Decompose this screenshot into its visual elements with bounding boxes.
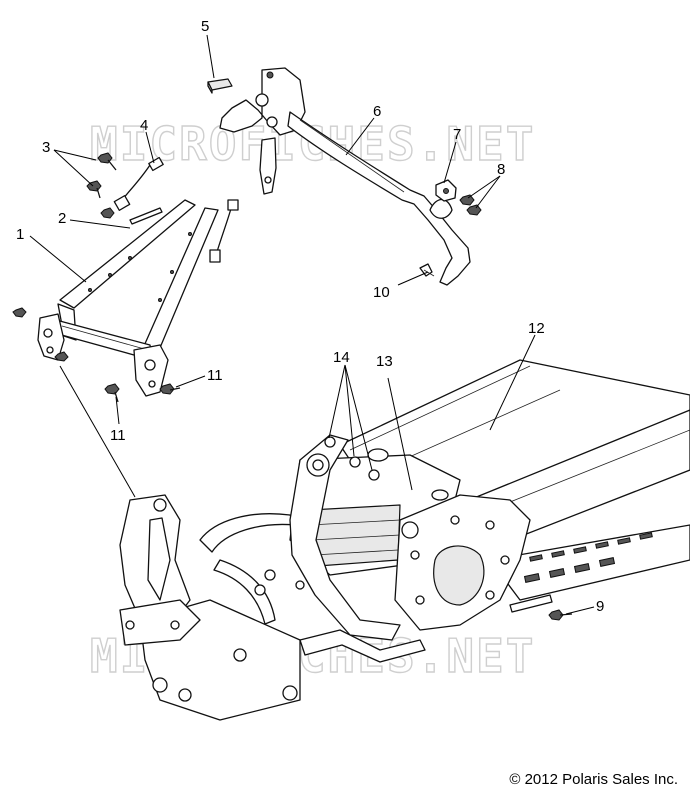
callout-3: 3 — [42, 139, 50, 156]
callout-12: 12 — [528, 320, 545, 337]
part-9-bolt[interactable] — [548, 609, 573, 621]
part-14-brackets[interactable] — [324, 436, 380, 481]
callout-11-right: 11 — [207, 367, 223, 384]
callout-7: 7 — [453, 126, 461, 143]
part-2-rod[interactable] — [129, 207, 163, 225]
callout-8: 8 — [497, 161, 505, 178]
callout-9: 9 — [596, 598, 604, 615]
callout-10: 10 — [373, 284, 390, 301]
part-5-block[interactable] — [207, 78, 233, 94]
callout-11-bottom: 11 — [110, 427, 126, 444]
main-chassis[interactable] — [119, 434, 531, 721]
callout-14: 14 — [333, 349, 350, 366]
callout-5: 5 — [201, 18, 209, 35]
part-7-clamp[interactable] — [435, 179, 457, 202]
callout-2: 2 — [58, 210, 66, 227]
callout-4: 4 — [140, 117, 148, 134]
callout-labels: 1 2 3 4 5 6 7 8 9 10 11 11 12 13 14 — [16, 18, 604, 615]
part-8-nuts[interactable] — [459, 194, 482, 216]
callout-13: 13 — [376, 353, 393, 370]
part-6-steering-post[interactable] — [219, 67, 471, 286]
copyright-notice: © 2012 Polaris Sales Inc. — [509, 771, 678, 788]
callout-1: 1 — [16, 226, 24, 243]
callout-6: 6 — [373, 103, 381, 120]
watermark-top: MICROFICHES.NET — [90, 117, 535, 171]
part-11-fasteners[interactable] — [12, 307, 181, 403]
leader-lines — [29, 34, 595, 615]
part-4-cable[interactable] — [113, 156, 239, 263]
part-1-frame-assembly[interactable] — [37, 199, 219, 397]
